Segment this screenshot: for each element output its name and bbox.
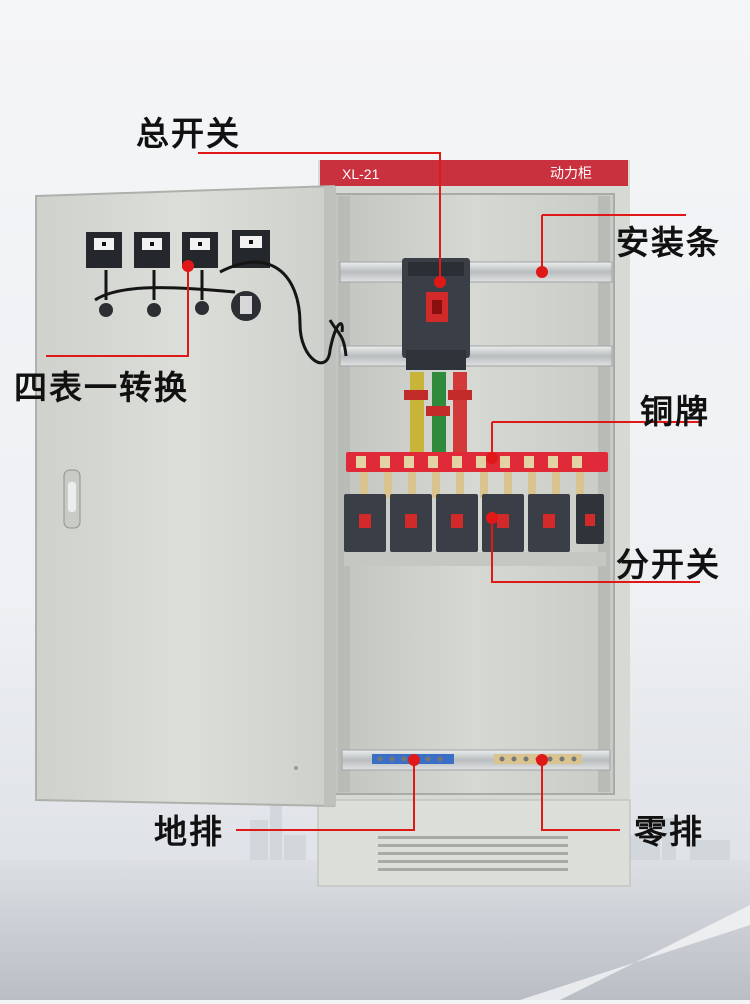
callout-ground-bar: 地排 [154,812,224,851]
door-wiring [94,260,348,365]
callout-neutral-bar: 零排 [634,812,704,851]
copper-busbar [346,452,608,498]
cabinet-model-label: XL-21 [342,166,380,182]
callout-copper-bar: 铜牌 [640,392,710,431]
cabinet-header-plate [320,160,628,186]
ground-neutral-bars [341,749,611,771]
callout-lines [46,152,702,831]
indicator-lights [99,291,261,321]
callout-main-switch: 总开关 [136,114,241,153]
callout-branch-switch: 分开关 [616,545,721,584]
callout-mounting-rail: 安装条 [616,223,721,262]
callout-dots [182,260,548,766]
branch-breakers [344,494,606,566]
busbar-risers [404,372,472,454]
cabinet-type-label: 动力柜 [550,165,592,181]
cabinet-door [35,184,336,808]
main-breaker [402,258,470,370]
door-meters [86,230,270,268]
callout-meter-switch: 四表一转换 [14,368,189,407]
